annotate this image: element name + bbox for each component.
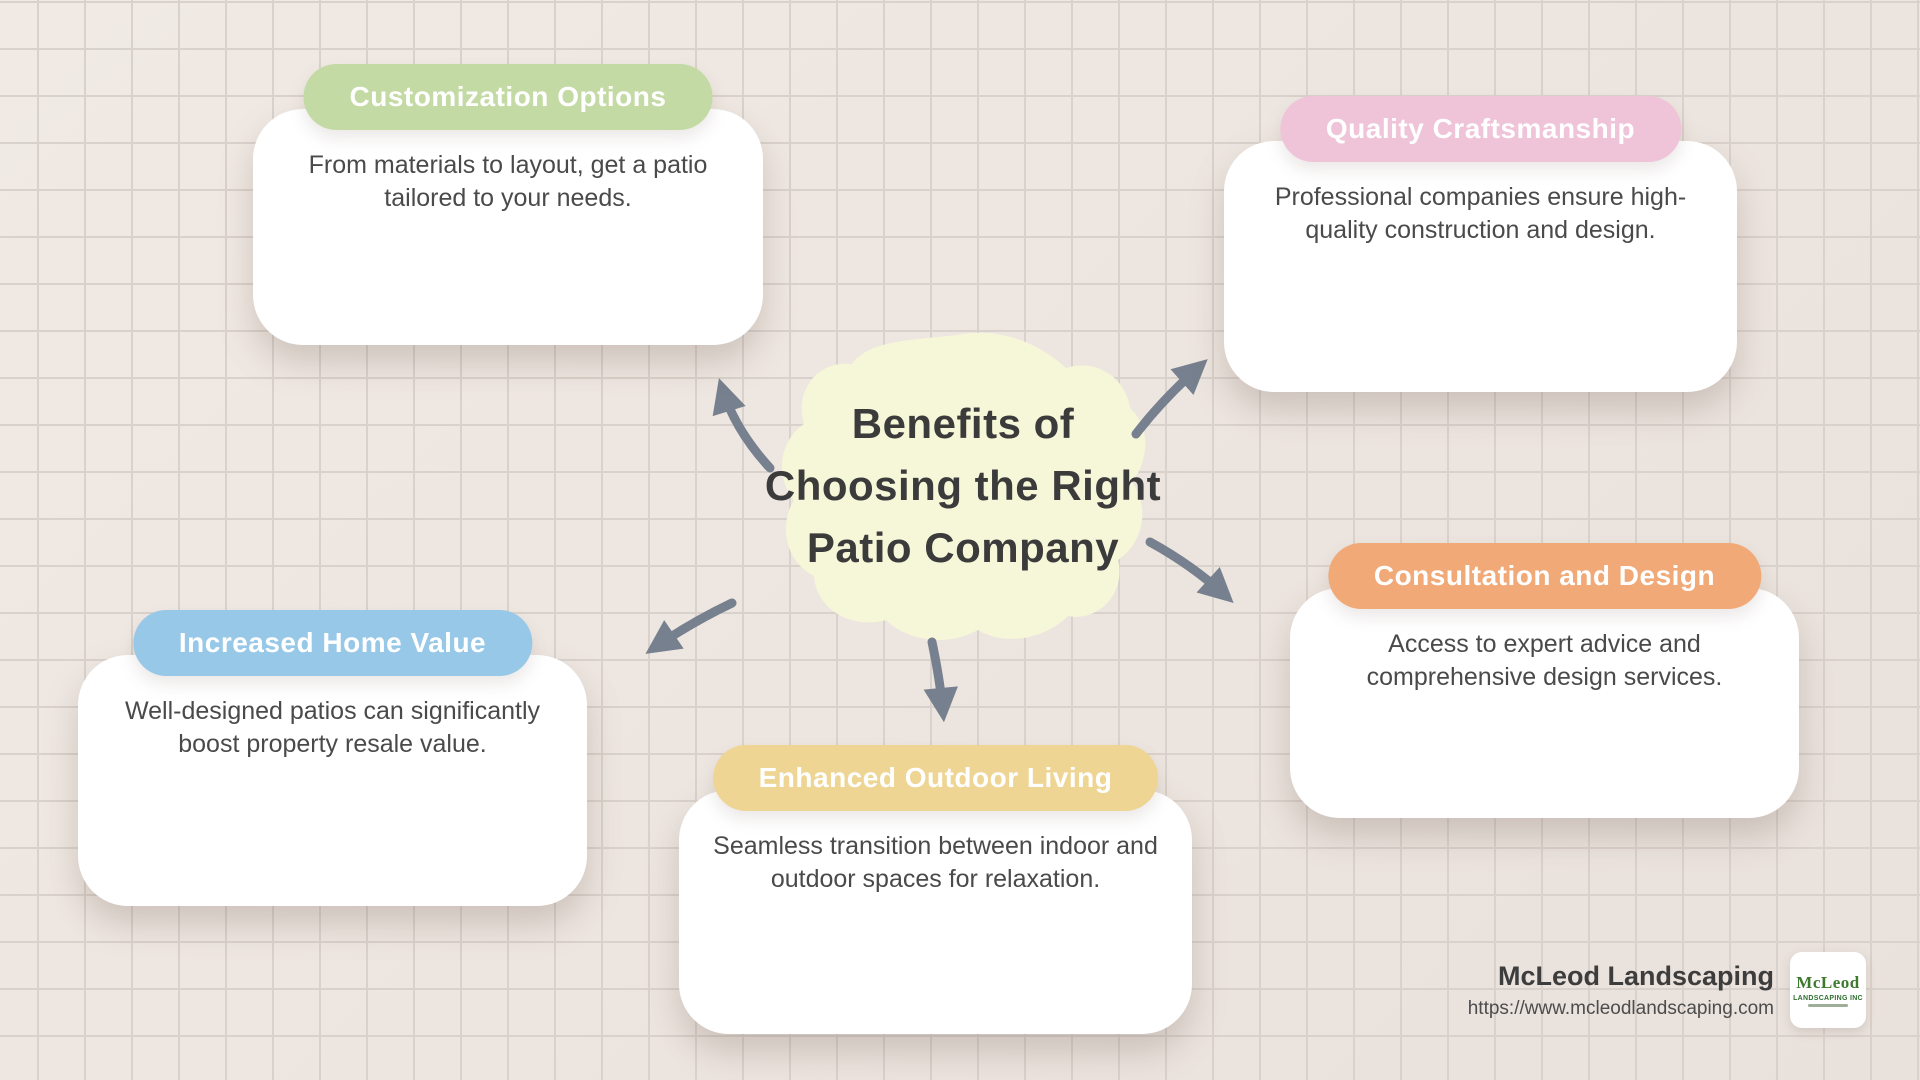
blob-shape (781, 332, 1146, 641)
card-body-text: Access to expert advice and comprehensiv… (1366, 630, 1723, 691)
brand-logo-text: McLeod (1796, 973, 1860, 992)
card-body-text: Professional companies ensure high- qual… (1274, 183, 1687, 244)
card-header-pill: Quality Craftsmanship (1279, 96, 1682, 162)
arrow-to-outdoor-living (923, 637, 958, 723)
brand-logo-tagline-mark (1808, 1004, 1848, 1007)
brand-logo-subtext: LANDSCAPING INC (1793, 995, 1863, 1002)
central-topic-title: Benefits of Choosing the Right Patio Com… (764, 400, 1162, 571)
card-body-text: From materials to layout, get a patio ta… (308, 151, 708, 212)
card-consultation-and-design: Consultation and Design Access to expert… (1290, 543, 1799, 818)
brand-name: McLeod Landscaping (1497, 960, 1774, 991)
arrow-to-customization (712, 378, 775, 473)
card-header-pill: Enhanced Outdoor Living (712, 745, 1159, 811)
arrow-to-consultation (1145, 537, 1234, 603)
card-header-pill: Increased Home Value (132, 610, 533, 676)
central-topic-blob (781, 332, 1146, 641)
card-increased-home-value: Increased Home Value Well-designed patio… (78, 610, 587, 906)
card-header-pill: Consultation and Design (1327, 543, 1762, 609)
brand-url: https://www.mcleodlandscaping.com (1467, 997, 1774, 1019)
card-enhanced-outdoor-living: Enhanced Outdoor Living Seamless transit… (679, 745, 1192, 1034)
arrow-to-home-value (645, 598, 737, 654)
card-body-text: Well-designed patios can significantly b… (124, 697, 541, 758)
footer-branding: McLeod Landscaping https://www.mcleodlan… (1468, 952, 1866, 1028)
card-body-text: Seamless transition between indoor and o… (713, 832, 1158, 893)
card-quality-craftsmanship: Quality Craftsmanship Professional compa… (1224, 96, 1737, 392)
card-customization-options: Customization Options From materials to … (253, 64, 763, 345)
brand-logo: McLeod LANDSCAPING INC (1790, 952, 1866, 1028)
card-header-pill: Customization Options (303, 64, 713, 130)
